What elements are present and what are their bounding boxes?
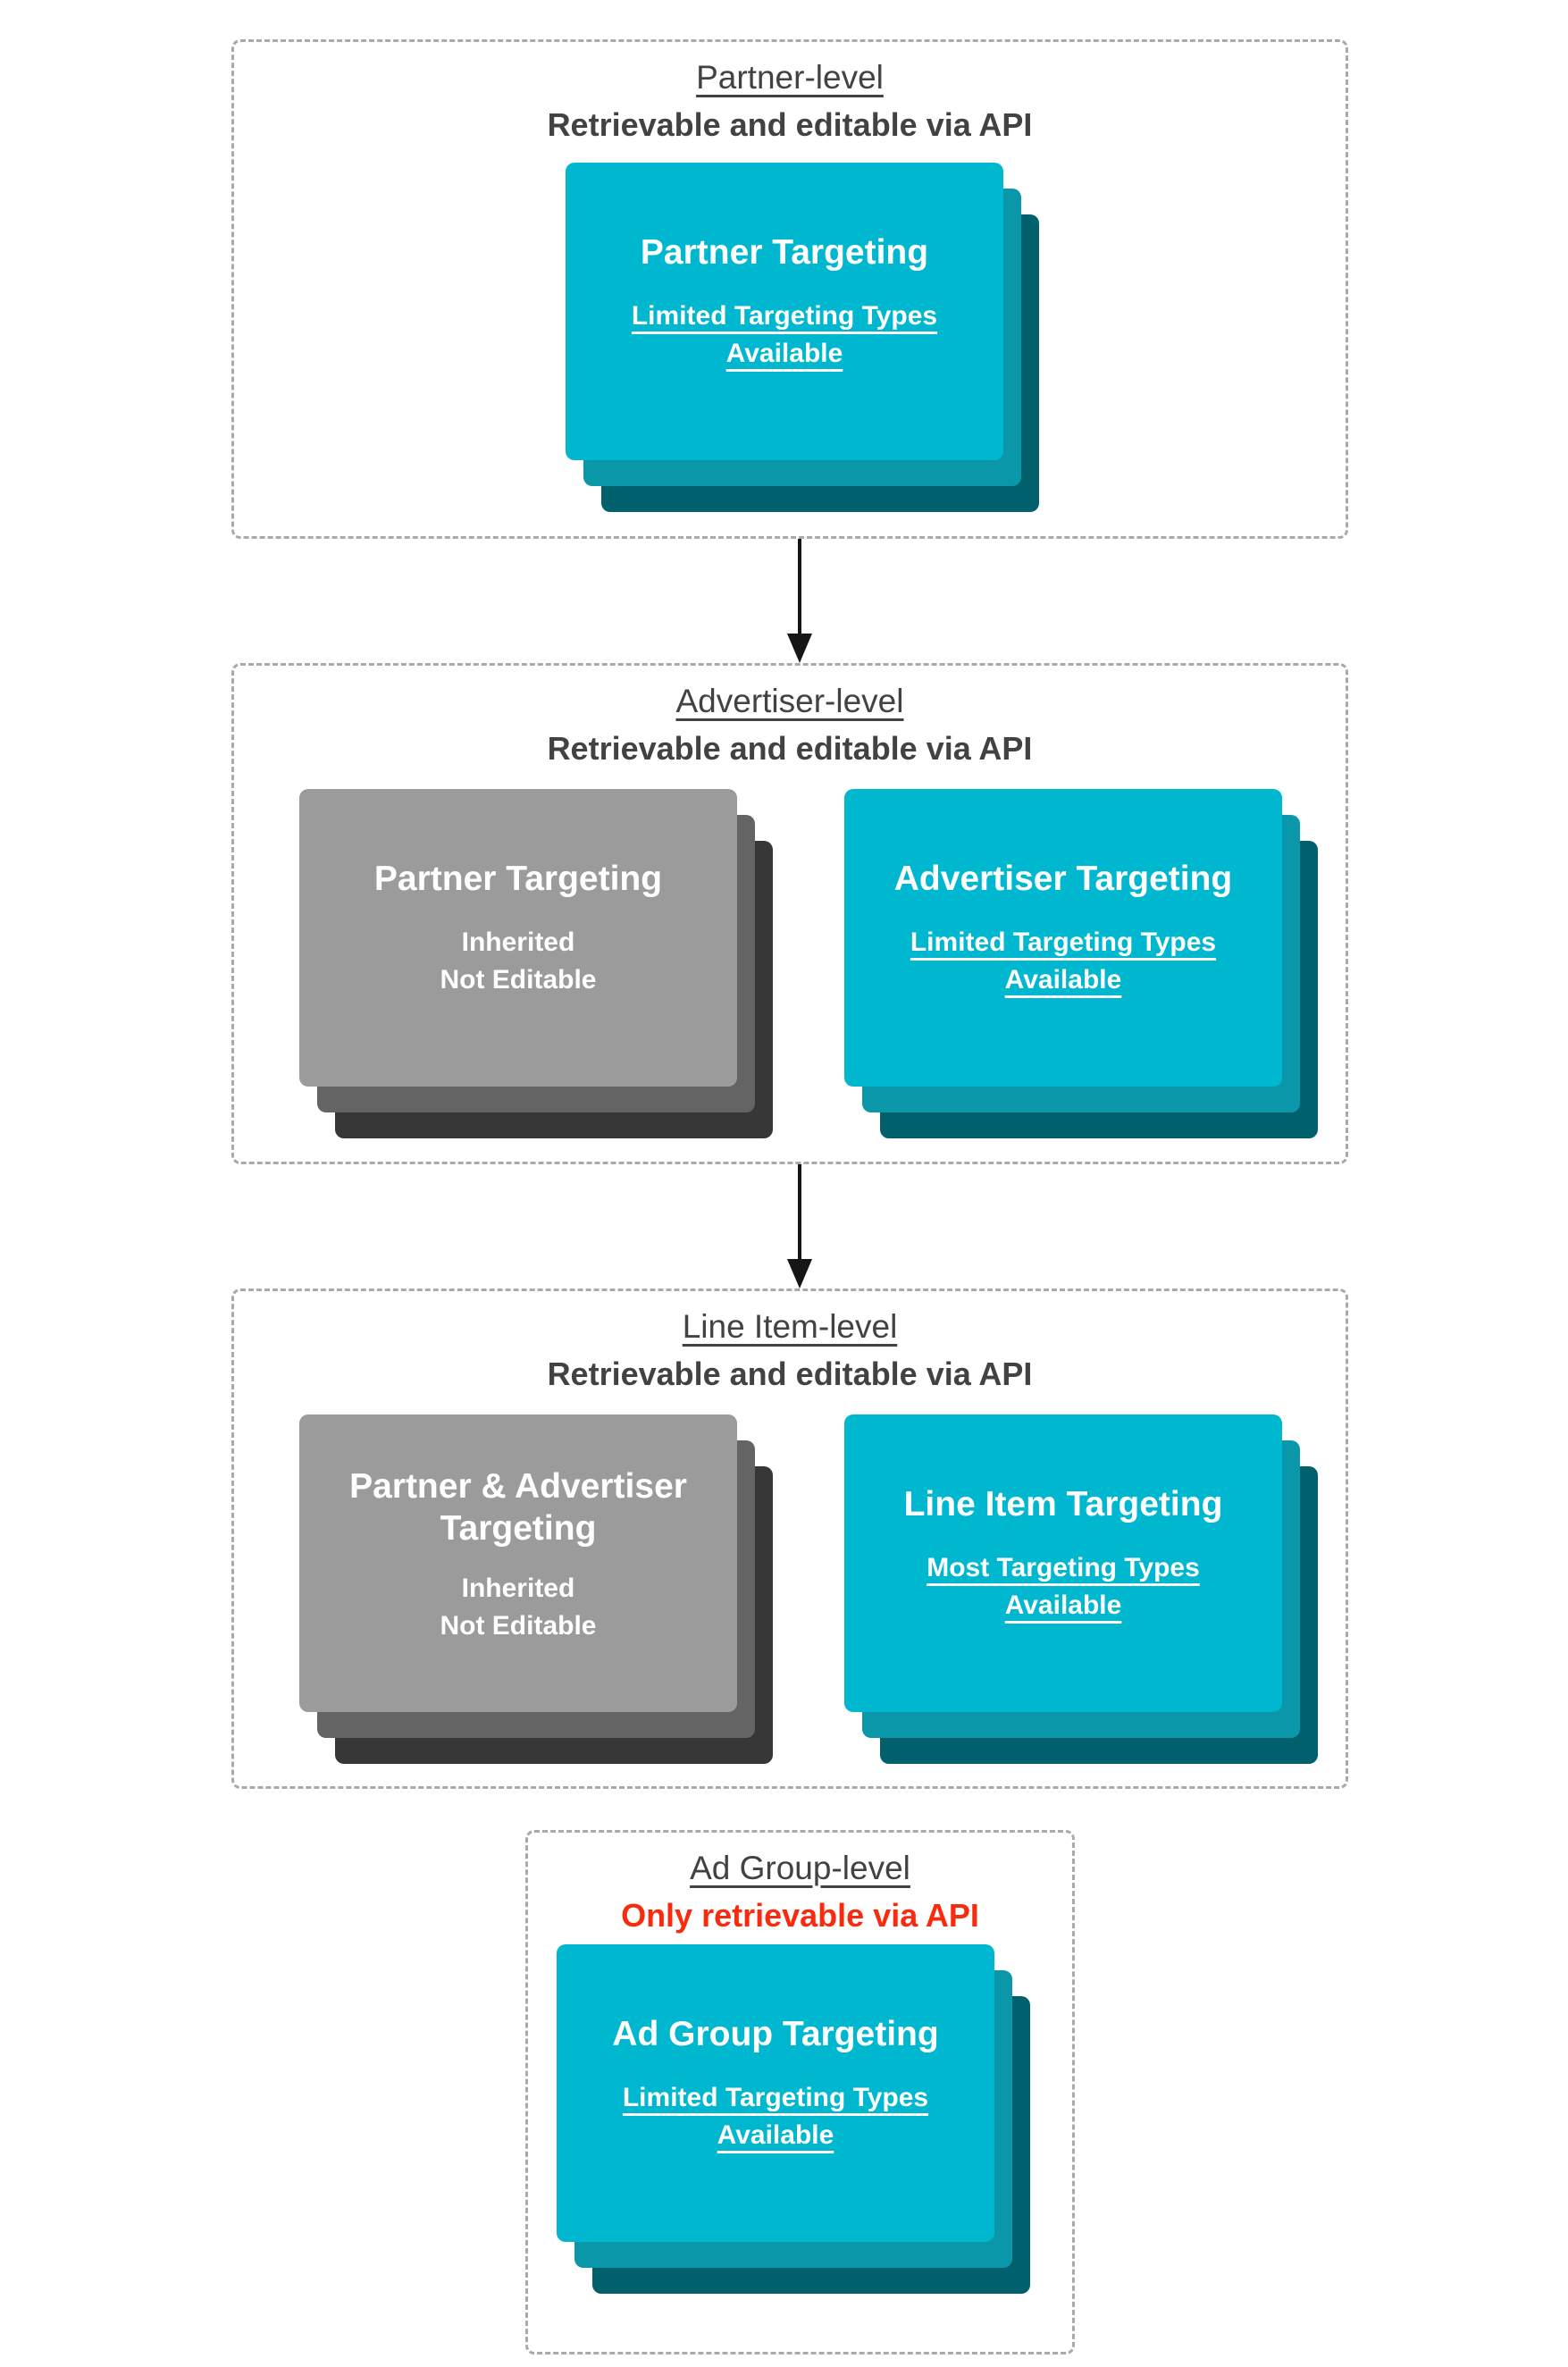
section-subtitle: Retrievable and editable via API: [547, 1356, 1033, 1393]
card-subtitle-line: Not Editable: [440, 1610, 597, 1641]
card-title: Advertiser Targeting: [893, 860, 1233, 898]
card-inherited-partner-advertiser-targeting: Partner & Advertiser Targeting Inherited…: [299, 1414, 737, 1712]
card-subtitle: Inherited Not Editable: [440, 924, 596, 999]
card-title: Partner Targeting: [640, 233, 929, 272]
card-title: Ad Group Targeting: [612, 2015, 939, 2053]
section-title: Ad Group-level: [528, 1847, 1072, 1890]
section-title-text: Line Item-level: [682, 1308, 898, 1345]
section-title: Partner-level: [234, 56, 1346, 99]
card-stack-advertiser-targeting: Advertiser Targeting Limited Targeting T…: [844, 789, 1318, 1138]
card-ad-group-targeting: Ad Group Targeting Limited Targeting Typ…: [557, 1944, 994, 2242]
card-subtitle: Limited Targeting Types Available: [632, 298, 937, 373]
section-header: Line Item-level Retrievable and editable…: [234, 1291, 1346, 1394]
card-subtitle-line: Available: [1004, 1590, 1122, 1620]
section-title: Line Item-level: [234, 1305, 1346, 1348]
card-stack-line-item-targeting: Line Item Targeting Most Targeting Types…: [844, 1414, 1318, 1764]
section-subtitle: Retrievable and editable via API: [547, 730, 1033, 768]
card-stack-partner-targeting: Partner Targeting Limited Targeting Type…: [566, 163, 1039, 512]
card-subtitle-line: Available: [1004, 964, 1122, 995]
card-line-item-targeting: Line Item Targeting Most Targeting Types…: [844, 1414, 1282, 1712]
card-partner-targeting: Partner Targeting Limited Targeting Type…: [566, 163, 1003, 460]
card-title: Partner & Advertiser Targeting: [349, 1467, 687, 1548]
card-stack-ad-group-targeting: Ad Group Targeting Limited Targeting Typ…: [557, 1944, 1030, 2294]
section-title-text: Advertiser-level: [675, 683, 904, 719]
section-title-text: Ad Group-level: [690, 1850, 910, 1886]
card-subtitle-line: Limited Targeting Types: [622, 2082, 929, 2112]
section-title-text: Partner-level: [696, 59, 884, 96]
card-subtitle-line: Limited Targeting Types: [910, 927, 1217, 957]
card-subtitle-line: Not Editable: [440, 964, 597, 995]
section-subtitle: Retrievable and editable via API: [547, 106, 1033, 144]
card-title: Line Item Targeting: [903, 1485, 1223, 1523]
card-subtitle-line: Most Targeting Types: [927, 1552, 1200, 1582]
card-subtitle: Limited Targeting Types Available: [623, 2079, 928, 2154]
section-line-item-level: Line Item-level Retrievable and editable…: [231, 1288, 1348, 1789]
section-ad-group-level: Ad Group-level Only retrievable via API …: [525, 1830, 1075, 2354]
arrow-shaft: [798, 1164, 801, 1259]
section-header: Ad Group-level Only retrievable via API: [528, 1833, 1072, 1935]
card-title: Partner Targeting: [373, 860, 663, 898]
card-subtitle-line: Available: [717, 2119, 834, 2150]
card-advertiser-targeting: Advertiser Targeting Limited Targeting T…: [844, 789, 1282, 1087]
card-subtitle-line: Inherited: [461, 927, 575, 957]
card-subtitle: Inherited Not Editable: [440, 1570, 596, 1645]
flow-arrow-advertiser-to-lineitem: [786, 1164, 813, 1288]
card-subtitle: Limited Targeting Types Available: [910, 924, 1216, 999]
flow-arrow-partner-to-advertiser: [786, 539, 813, 663]
section-partner-level: Partner-level Retrievable and editable v…: [231, 39, 1348, 539]
arrow-shaft: [798, 539, 801, 634]
section-header: Partner-level Retrievable and editable v…: [234, 42, 1346, 145]
arrow-head-icon: [787, 634, 812, 663]
section-subtitle: Only retrievable via API: [621, 1897, 979, 1935]
card-subtitle-line: Available: [725, 338, 843, 368]
card-stack-inherited-partner-targeting: Partner Targeting Inherited Not Editable: [299, 789, 773, 1138]
section-header: Advertiser-level Retrievable and editabl…: [234, 666, 1346, 768]
card-subtitle-line: Inherited: [461, 1573, 575, 1603]
arrow-head-icon: [787, 1259, 812, 1288]
card-subtitle: Most Targeting Types Available: [927, 1549, 1200, 1624]
section-title: Advertiser-level: [234, 680, 1346, 723]
card-subtitle-line: Limited Targeting Types: [631, 300, 938, 331]
card-inherited-partner-targeting: Partner Targeting Inherited Not Editable: [299, 789, 737, 1087]
section-advertiser-level: Advertiser-level Retrievable and editabl…: [231, 663, 1348, 1164]
card-stack-inherited-partner-advertiser-targeting: Partner & Advertiser Targeting Inherited…: [299, 1414, 773, 1764]
